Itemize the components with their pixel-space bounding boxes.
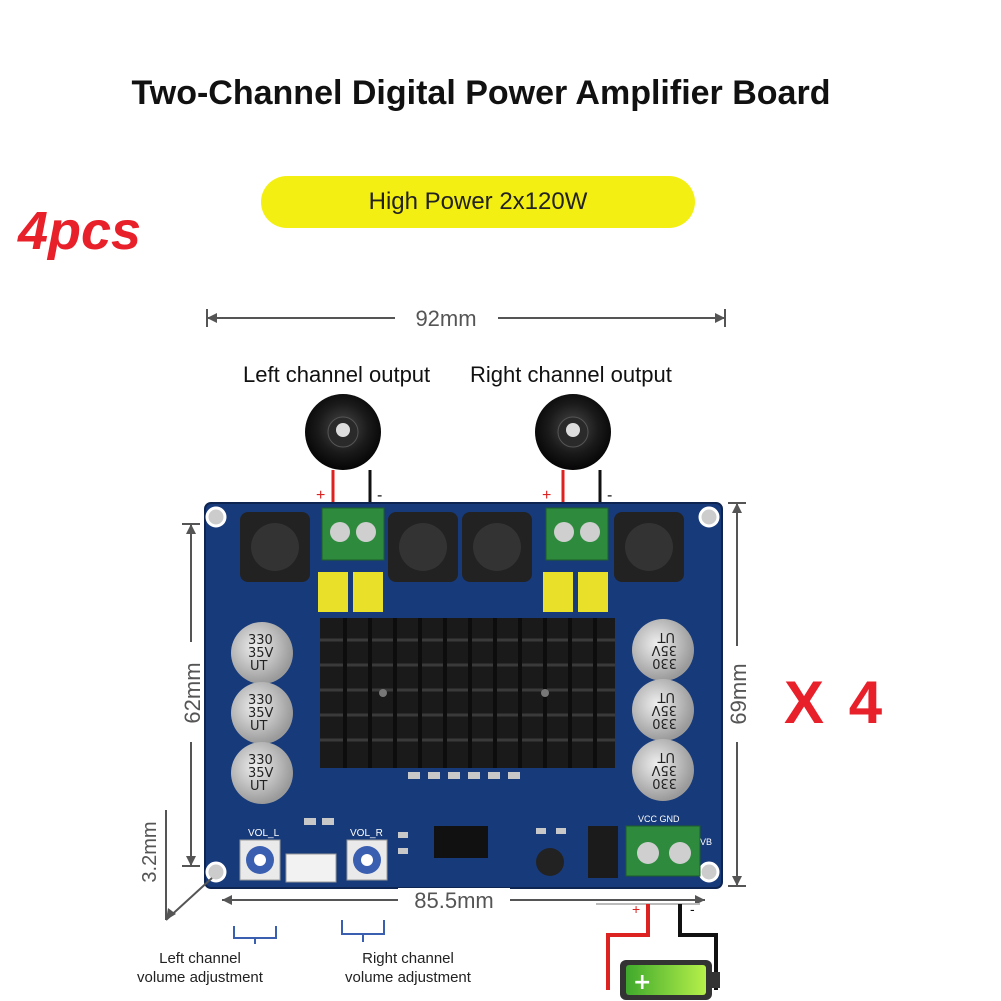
left-dimension-label: 62mm [180,662,205,723]
power-terminal [625,825,701,877]
left-output-label: Left channel output [243,362,431,387]
power-badge-label: High Power 2x120W [368,188,588,215]
inductors [240,512,684,582]
vcc-gnd-silkscreen: VCC GND [638,814,680,824]
svg-text:+: + [633,970,651,995]
left-volume-caption: Left channel volume adjustment [130,949,270,987]
volume-brackets [233,920,385,944]
left-volume-line1: Left channel [159,950,241,967]
svg-text:UT: UT [657,629,675,644]
svg-text:-: - [690,901,695,917]
hole-offset-dimension: 3.2mm [139,810,213,921]
right-dimension-label: 69mm [726,663,751,724]
left-volume-line2: volume adjustment [137,969,263,986]
svg-text:+: + [632,901,640,917]
output-terminals [321,507,609,561]
left-dimension: 62mm [178,523,205,867]
svg-text:-: - [607,487,612,504]
power-badge: High Power 2x120W [261,176,695,228]
volume-potentiometers [239,839,388,883]
vol-l-silkscreen: VOL_L [248,828,280,839]
top-dimension: 92mm [206,306,726,331]
svg-text:+: + [316,487,325,504]
svg-text:35V: 35V [248,766,274,781]
power-wiring: + - [596,901,718,990]
svg-text:35V: 35V [651,642,677,657]
svg-text:UT: UT [250,719,268,734]
page-title: Two-Channel Digital Power Amplifier Boar… [131,74,831,112]
multiplier-label: X 4 [784,669,887,736]
svg-text:UT: UT [250,779,268,794]
svg-text:35V: 35V [651,762,677,777]
right-volume-line1: Right channel [362,950,454,967]
svg-text:UT: UT [250,659,268,674]
quantity-label: 4pcs [18,201,142,261]
right-output-label: Right channel output [470,362,672,387]
svg-text:UT: UT [657,749,675,764]
battery-icon: + [620,960,720,1000]
left-speaker-icon: + - [305,394,382,504]
right-volume-line2: volume adjustment [345,969,471,986]
right-volume-caption: Right channel volume adjustment [336,949,480,987]
svg-text:330: 330 [652,775,677,790]
svg-text:35V: 35V [248,706,274,721]
vb-silkscreen: VB [700,837,712,847]
svg-text:UT: UT [657,689,675,704]
svg-text:-: - [377,487,382,504]
right-dimension: 69mm [724,502,751,887]
top-dimension-label: 92mm [415,306,476,331]
svg-text:35V: 35V [651,702,677,717]
svg-text:+: + [542,487,551,504]
svg-text:35V: 35V [248,646,274,661]
ic-chip [434,826,488,858]
svg-text:330: 330 [248,693,273,708]
svg-text:330: 330 [652,715,677,730]
right-speaker-icon: + - [535,394,612,504]
heatsink [320,618,615,768]
svg-text:330: 330 [248,633,273,648]
vol-r-silkscreen: VOL_R [350,828,383,839]
bottom-dimension-label: 85.5mm [414,888,493,913]
bottom-dimension: 85.5mm [222,888,705,913]
hole-offset-label: 3.2mm [139,821,161,882]
svg-text:330: 330 [652,655,677,670]
svg-text:330: 330 [248,753,273,768]
